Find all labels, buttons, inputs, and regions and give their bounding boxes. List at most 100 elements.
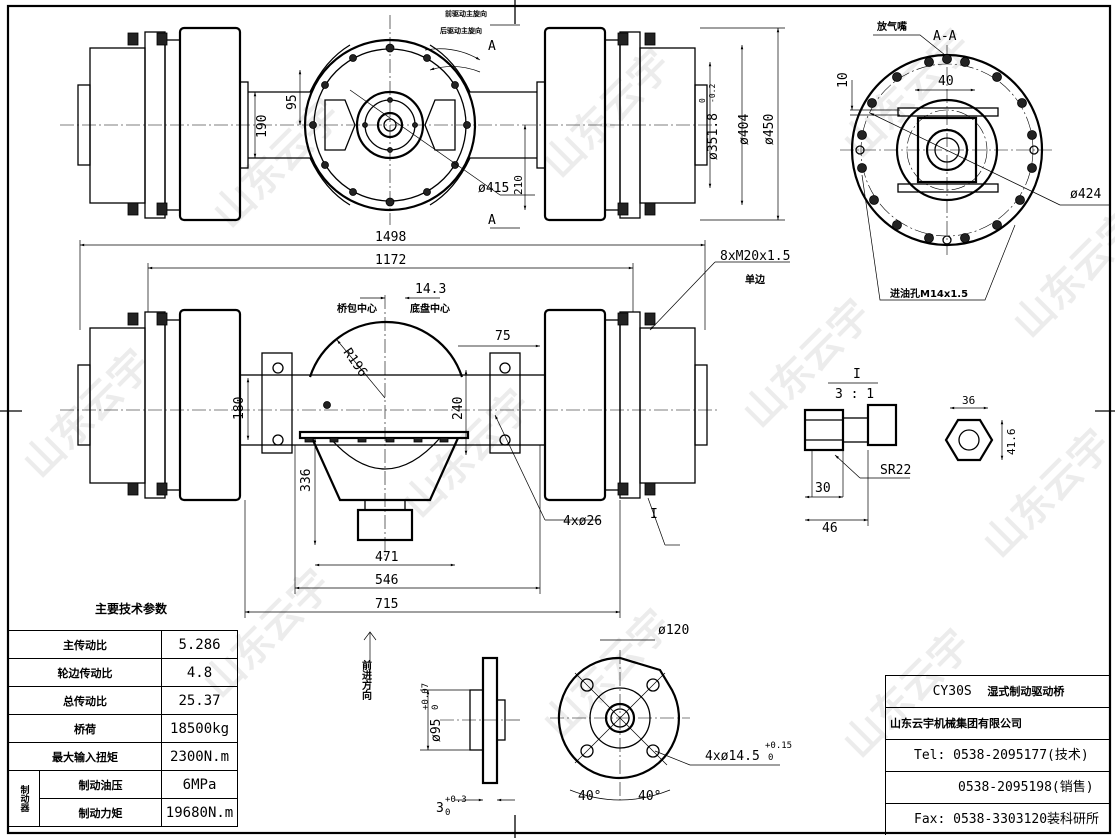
spec-value: 25.37 <box>161 686 238 715</box>
section-view <box>840 34 1110 301</box>
flange-dim-3-tol-lower: 0 <box>445 808 450 818</box>
model-number: CY30S <box>932 684 972 699</box>
detail-title: I <box>853 367 861 382</box>
flange-dim-95: ø95 <box>429 719 444 742</box>
forward-direction-label: 前进方向 <box>360 659 372 701</box>
spec-value: 5.286 <box>161 630 238 659</box>
fax-label: Fax: <box>914 812 946 827</box>
section-mark-bottom: A <box>488 213 496 228</box>
tel-label: Tel: <box>914 748 946 763</box>
dim-41-6: 41.6 <box>1005 429 1018 456</box>
angle-1: 40° <box>578 789 601 804</box>
dim-75: 75 <box>495 329 511 344</box>
flange-views <box>363 631 780 802</box>
brake-group-label: 制动器 <box>8 770 40 827</box>
dim-351: ø351.8 <box>706 113 721 160</box>
vent-label: 放气嘴 <box>876 20 907 33</box>
tel-row: Tel: 0538-2095177(技术) <box>886 740 1111 772</box>
dim-14-3: 14.3 <box>415 282 446 297</box>
dim-210: 210 <box>512 175 525 195</box>
spec-label: 主传动比 <box>7 630 163 659</box>
fax-number: 0538-3303120装科研所 <box>953 812 1100 827</box>
oil-inlet-label: 进油孔M14x1.5 <box>890 287 968 300</box>
angle-2: 40° <box>638 789 661 804</box>
spec-value: 4.8 <box>161 658 238 687</box>
dim-180: 180 <box>232 397 247 420</box>
spec-label: 轮边传动比 <box>7 658 163 687</box>
svg-text:山东云宇: 山东云宇 <box>1005 201 1115 347</box>
dim-404: ø404 <box>737 114 752 145</box>
detail-view <box>803 382 1004 526</box>
dim-40: 40 <box>938 74 954 89</box>
spec-value: 19680N.m <box>161 798 238 827</box>
section-view-labels: A-A 放气嘴 10 40 ø424 进油孔M14x1.5 <box>836 20 1101 300</box>
svg-text:山东云宇: 山东云宇 <box>735 291 881 437</box>
spec-value: 2300N.m <box>161 742 238 771</box>
flange-dim-95-tol-upper: +0.07 <box>421 683 431 710</box>
tel-technical: 0538-2095177(技术) <box>953 748 1089 763</box>
dim-240: 240 <box>451 397 466 420</box>
dim-424: ø424 <box>1070 187 1101 202</box>
flange-labels: 前进方向 ø95 +0.07 0 3 +0.3 0 ø120 4xø14.5 +… <box>360 623 793 818</box>
section-title: A-A <box>933 29 957 44</box>
stud-side-label: 单边 <box>745 273 766 286</box>
dim-1172: 1172 <box>375 253 406 268</box>
svg-text:山东云宇: 山东云宇 <box>535 41 681 187</box>
dim-415: ø415 <box>478 181 509 196</box>
flange-holes-tol-upper: +0.15 <box>765 741 792 751</box>
dim-sr22: SR22 <box>880 463 911 478</box>
detail-labels: I 3 : 1 30 46 SR22 36 41.6 <box>815 367 1018 536</box>
flange-dim-3: 3 <box>436 801 444 816</box>
title-block: CY30S 湿式制动驱动桥 山东云宇机械集团有限公司 Tel: 0538-209… <box>885 675 1111 835</box>
spec-label: 制动油压 <box>38 770 163 799</box>
svg-text:山东云宇: 山东云宇 <box>975 421 1115 567</box>
dim-190: 190 <box>255 115 270 138</box>
flange-dim-3-tol-upper: +0.3 <box>445 795 467 805</box>
dim-546: 546 <box>375 573 398 588</box>
spec-value: 18500kg <box>161 714 238 743</box>
title-row: CY30S 湿式制动驱动桥 <box>886 676 1111 708</box>
tel-sales: 0538-2095198(销售) <box>886 772 1111 804</box>
dim-1498: 1498 <box>375 230 406 245</box>
dim-30: 30 <box>815 481 831 496</box>
chassis-center-label: 底盘中心 <box>410 302 450 315</box>
flange-dim-95-tol-lower: 0 <box>431 705 441 710</box>
fax-row: Fax: 0538-3303120装科研所 <box>886 804 1111 835</box>
spec-label: 制动力矩 <box>38 798 163 827</box>
dim-336: 336 <box>299 469 314 492</box>
dim-715: 715 <box>375 597 398 612</box>
top-view <box>60 15 785 229</box>
dim-351-tol-upper: 0 <box>698 98 707 103</box>
front-view <box>60 240 790 618</box>
rotation-rear-label: 后驱动主旋向 <box>440 26 482 35</box>
detail-mark: I <box>650 507 658 522</box>
svg-text:山东云宇: 山东云宇 <box>395 381 541 527</box>
spec-label: 总传动比 <box>7 686 163 715</box>
dim-450: ø450 <box>762 114 777 145</box>
company-name: 山东云宇机械集团有限公司 <box>886 708 1111 740</box>
flange-holes-tol-lower: 0 <box>768 753 773 763</box>
detail-scale: 3 : 1 <box>835 387 874 402</box>
dim-471: 471 <box>375 550 398 565</box>
spec-value: 6MPa <box>161 770 238 799</box>
spec-label: 最大输入扭矩 <box>7 742 163 771</box>
top-view-labels: 前驱动主旋向 后驱动主旋向 A A 190 95 ø415 210 ø351.8… <box>255 9 777 228</box>
flange-holes: 4xø14.5 <box>705 749 760 764</box>
dim-holes: 4xø26 <box>563 514 602 529</box>
stud-label: 8xM20x1.5 <box>720 249 790 264</box>
front-view-labels: 1498 1172 14.3 桥包中心 底盘中心 75 R196 180 240… <box>232 230 790 612</box>
dim-10: 10 <box>836 72 851 88</box>
dim-46: 46 <box>822 521 838 536</box>
spec-table-title: 主要技术参数 <box>95 602 168 616</box>
rotation-front-label: 前驱动主旋向 <box>445 9 487 18</box>
product-name: 湿式制动驱动桥 <box>987 685 1065 698</box>
